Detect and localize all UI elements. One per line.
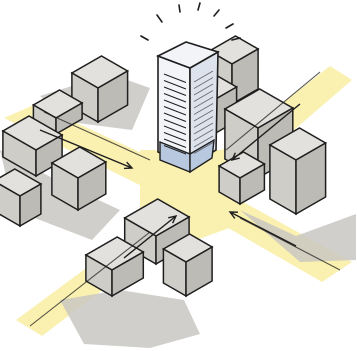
highlight-ray	[157, 15, 162, 22]
highlight-ray	[179, 5, 180, 12]
highlight-ray	[198, 3, 200, 10]
highlight-ray	[226, 24, 233, 28]
highlight-ray	[214, 10, 219, 16]
block-e-2	[270, 128, 326, 214]
highlight-ray	[141, 36, 148, 40]
radiating-highlight-marks-icon	[141, 3, 240, 40]
tower-landmark-icon	[158, 42, 218, 172]
shadow-south	[60, 290, 200, 348]
